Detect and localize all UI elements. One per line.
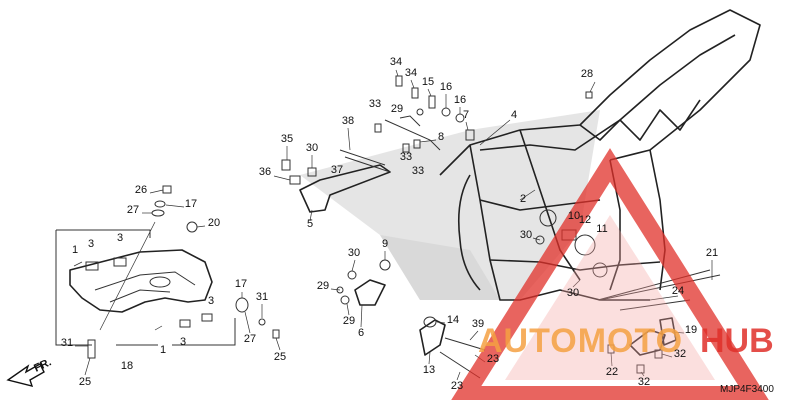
callout-c32b: 32 — [638, 376, 650, 388]
callout-c31b: 31 — [61, 337, 73, 349]
callout-leaders — [75, 69, 713, 381]
callout-c38: 38 — [342, 115, 354, 127]
callout-c29b: 29 — [317, 280, 329, 292]
callout-c26: 26 — [135, 184, 147, 196]
skid-plate-group-box — [55, 229, 236, 346]
callout-c34b: 34 — [405, 67, 417, 79]
callout-c37: 37 — [331, 164, 343, 176]
callout-c17b: 17 — [235, 278, 247, 290]
callout-c1b: 1 — [160, 344, 166, 356]
callout-c27b: 27 — [244, 333, 256, 345]
callout-c5: 5 — [307, 218, 313, 230]
callout-c33c: 33 — [412, 165, 424, 177]
callout-c27a: 27 — [127, 204, 139, 216]
callout-c39: 39 — [472, 318, 484, 330]
callout-c17a: 17 — [185, 198, 197, 210]
callout-c16a: 16 — [440, 81, 452, 93]
callout-c8: 8 — [438, 131, 444, 143]
watermark-brand-part2: HUB — [700, 322, 774, 360]
callout-c3d: 3 — [180, 336, 186, 348]
callout-c22: 22 — [606, 366, 618, 378]
skid-plate — [69, 249, 213, 331]
callout-c15: 15 — [422, 76, 434, 88]
callout-c2: 2 — [520, 193, 526, 205]
watermark-triangle-fill — [505, 215, 715, 380]
callout-c23b: 23 — [451, 380, 463, 392]
callout-c33b: 33 — [400, 151, 412, 163]
callout-c25b: 25 — [79, 376, 91, 388]
callout-c10: 10 — [568, 210, 580, 222]
callout-c24: 24 — [672, 285, 684, 297]
direction-label: FR. — [32, 356, 53, 374]
callout-c9: 9 — [382, 238, 388, 250]
callout-c30a: 30 — [306, 142, 318, 154]
callout-c23a: 23 — [487, 353, 499, 365]
brackets — [299, 115, 677, 356]
callout-c18: 18 — [121, 360, 133, 372]
callout-c4: 4 — [511, 109, 517, 121]
callout-c1a: 1 — [72, 244, 78, 256]
callout-c30d: 30 — [567, 287, 579, 299]
callout-c14: 14 — [447, 314, 459, 326]
front-direction-arrow: FR. — [6, 356, 53, 387]
callout-c34a: 34 — [390, 56, 402, 68]
callout-c3a: 3 — [88, 238, 94, 250]
callout-c35: 35 — [281, 133, 293, 145]
callout-c7: 7 — [463, 109, 469, 121]
callout-c13: 13 — [423, 364, 435, 376]
callout-c29c: 29 — [343, 315, 355, 327]
callout-c32a: 32 — [674, 348, 686, 360]
callout-c11: 11 — [596, 223, 607, 235]
callout-c30c: 30 — [348, 247, 360, 259]
watermark-brand-part1: AUTOMOTO — [478, 322, 683, 360]
callout-c20: 20 — [208, 217, 220, 229]
callout-c19: 19 — [685, 324, 697, 336]
callout-c25a: 25 — [274, 351, 286, 363]
callout-c16b: 16 — [454, 94, 466, 106]
watermark: AUTOMOTO HUB — [451, 148, 774, 400]
callout-c28: 28 — [581, 68, 593, 80]
callout-c12: 12 — [579, 214, 591, 226]
callout-c21: 21 — [706, 247, 718, 259]
callout-c3b: 3 — [117, 232, 123, 244]
watermark-triangle — [451, 148, 769, 400]
diagram-code: MJP4F3400 — [720, 384, 774, 395]
callout-c6: 6 — [358, 327, 364, 339]
callout-c31a: 31 — [256, 291, 268, 303]
callout-c36: 36 — [259, 166, 271, 178]
callout-c33a: 33 — [369, 98, 381, 110]
frame-shadow-band — [300, 110, 600, 300]
callout-c30b: 30 — [520, 229, 532, 241]
callout-c29a: 29 — [391, 103, 403, 115]
callout-c3c: 3 — [208, 295, 214, 307]
